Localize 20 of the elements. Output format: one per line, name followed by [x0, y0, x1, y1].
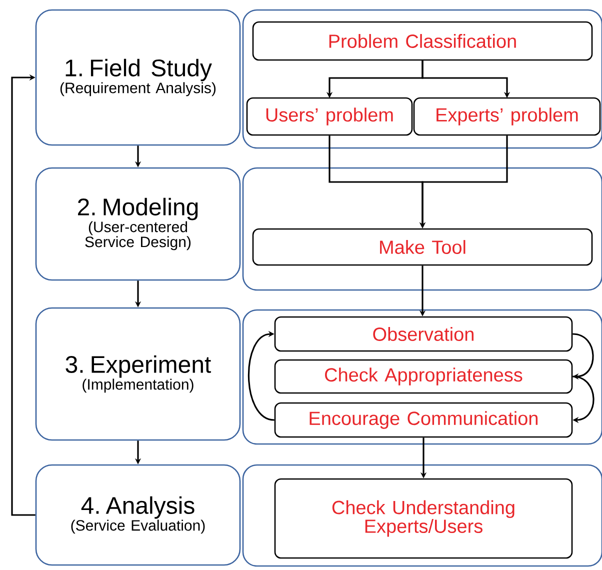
panel-background [242, 309, 602, 445]
panel-background [242, 167, 602, 291]
step-box: Make Tool [252, 228, 593, 266]
phase-box: 4. Analysis (Service Evaluation) [35, 464, 241, 566]
step-box: Experts’ problem [413, 97, 601, 136]
step-box: Observation [274, 316, 573, 352]
phase-box: 3. Experiment (Implementation) [35, 307, 241, 441]
phase-box: 2. Modeling (User-centered Service Design) [35, 167, 241, 281]
phase-box: 1. Field Study (Requirement Analysis) [35, 9, 241, 146]
arrow [572, 376, 594, 424]
panel-background [242, 464, 602, 567]
step-box: Encourage Communication [274, 402, 573, 438]
arrow [572, 333, 594, 380]
step-box: Check Appropriateness [274, 359, 573, 394]
step-box: Users’ problem [246, 97, 413, 136]
arrow [11, 74, 36, 516]
arrow [248, 330, 275, 421]
step-box: Check Understanding Experts/Users [274, 478, 573, 559]
step-box: Problem Classification [252, 21, 593, 61]
panel-background [242, 9, 602, 149]
